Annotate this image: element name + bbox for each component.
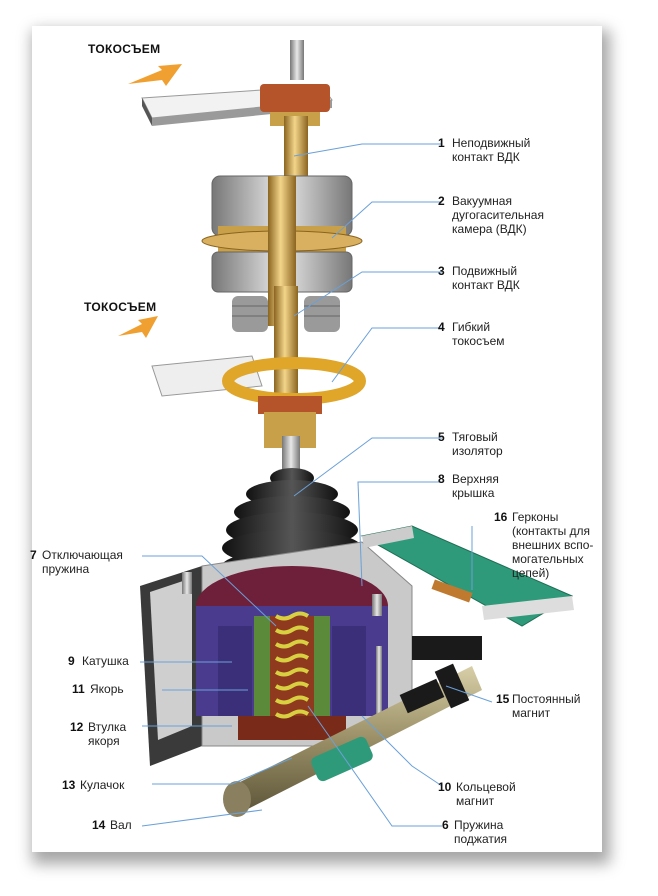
header-top-current-collector: ТОКОСЪЕМ <box>88 42 161 56</box>
cam <box>311 736 373 782</box>
vacuum-chamber <box>201 175 363 326</box>
header-middle-current-collector: ТОКОСЪЕМ <box>84 300 157 314</box>
vacuum-breaker-illustration <box>118 40 574 827</box>
bolt-right <box>372 594 382 616</box>
middle-current-collector <box>118 316 366 448</box>
diagram-card: ТОКОСЪЕМ ТОКОСЪЕМ 1 Неподвижный контакт … <box>30 26 602 852</box>
springs <box>274 611 310 719</box>
bellows <box>232 296 340 332</box>
permanent-magnet-block <box>412 636 482 660</box>
bolt-left <box>182 572 192 594</box>
reed-switch-board <box>360 525 574 660</box>
top-bolt <box>290 40 304 80</box>
guide-rod <box>376 646 382 726</box>
main-shaft <box>223 663 482 817</box>
moving-contact-rod <box>274 286 298 406</box>
middle-arrow-icon <box>118 316 158 338</box>
leader-lines <box>140 143 493 827</box>
top-nut-assembly <box>260 84 330 112</box>
top-arrow-icon <box>128 64 182 86</box>
